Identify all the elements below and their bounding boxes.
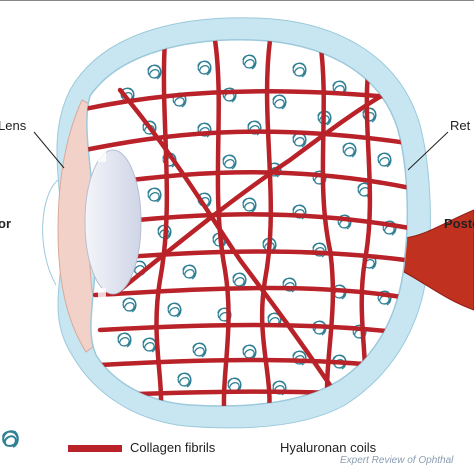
collagen-swatch (68, 445, 122, 452)
legend: Collagen fibrils Hyaluronan coils (0, 428, 474, 474)
legend-hyaluronan-label: Hyaluronan coils (280, 440, 377, 455)
ciliary-highlight-top (98, 150, 106, 162)
legend-collagen-label: Collagen fibrils (130, 440, 216, 455)
hyaluronan-coil-icon (2, 430, 19, 448)
label-anterior: or (0, 216, 11, 231)
cornea-edge (42, 179, 59, 286)
ciliary-highlight-bottom (98, 288, 106, 300)
retina-leader-line (407, 131, 449, 171)
label-retina: Ret (450, 118, 471, 133)
lens-leader-line (33, 131, 65, 169)
lens (84, 149, 142, 295)
figure-credit: Expert Review of Ophthal (340, 455, 454, 466)
label-posterior: Poste (444, 216, 474, 231)
optic-nerve (403, 209, 474, 311)
label-lens: Lens (0, 118, 27, 133)
